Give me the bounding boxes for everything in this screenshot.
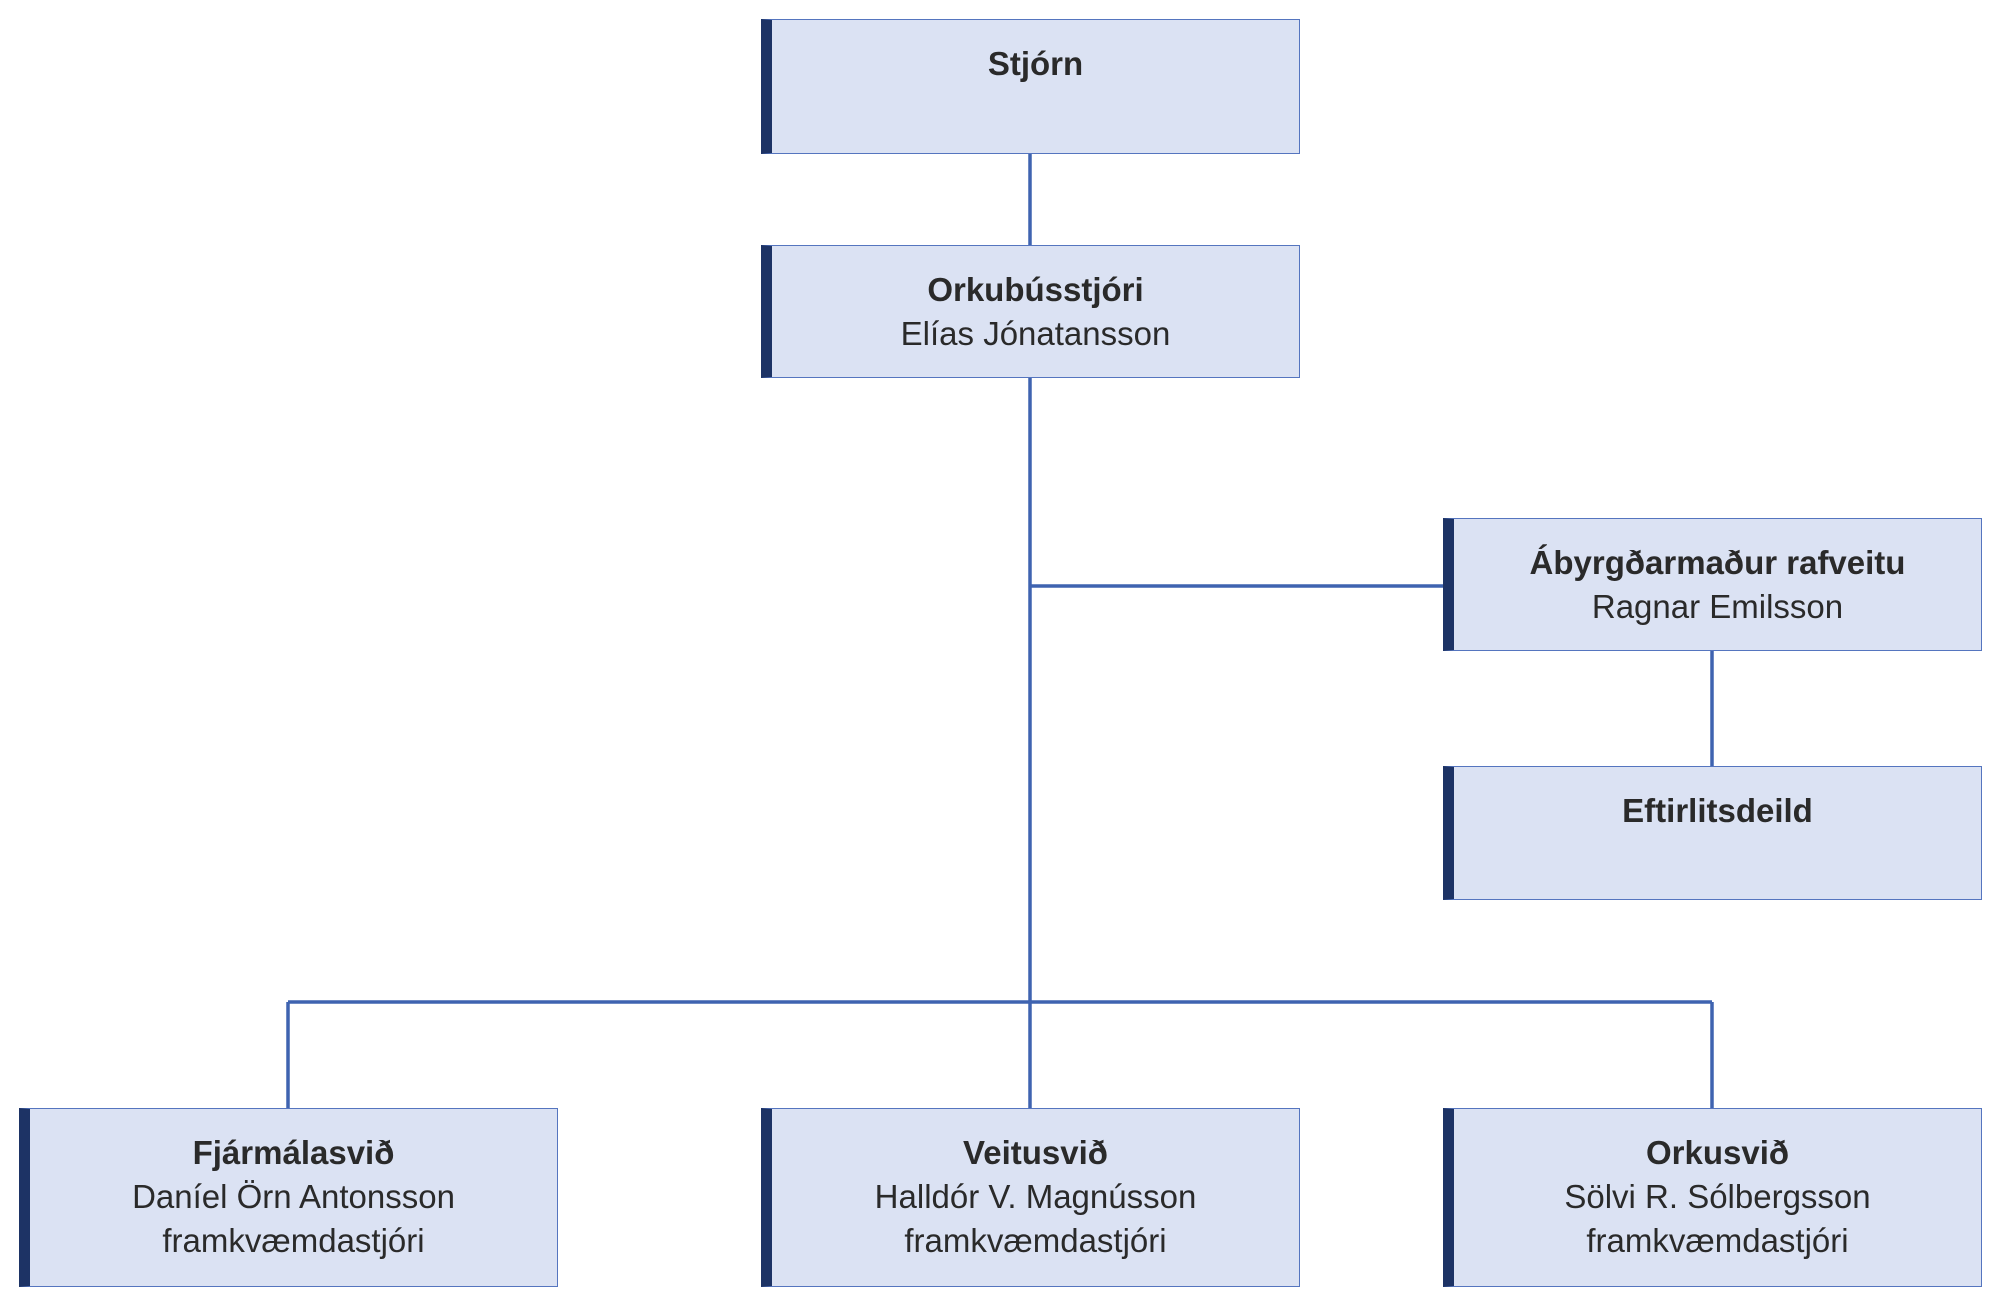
node-energy: Orkusvið Sölvi R. Sólbergsson framkvæmda…	[1443, 1108, 1982, 1287]
node-energy-role: framkvæmdastjóri	[1586, 1222, 1849, 1259]
node-electrical-title: Ábyrgðarmaður rafveitu	[1529, 544, 1906, 581]
node-utilities: Veitusvið Halldór V. Magnússon framkvæmd…	[761, 1108, 1300, 1287]
node-utilities-role: framkvæmdastjóri	[904, 1222, 1167, 1259]
node-electrical-person: Ragnar Emilsson	[1591, 588, 1844, 625]
node-utilities-title: Veitusvið	[963, 1134, 1108, 1171]
node-ceo-person: Elías Jónatansson	[900, 315, 1171, 352]
node-inspection: Eftirlitsdeild	[1443, 766, 1982, 900]
node-finance: Fjármálasvið Daníel Örn Antonsson framkv…	[19, 1108, 558, 1287]
node-electrical: Ábyrgðarmaður rafveitu Ragnar Emilsson	[1443, 518, 1982, 651]
node-board-title: Stjórn	[987, 45, 1084, 82]
node-ceo: Orkubússtjóri Elías Jónatansson	[761, 245, 1300, 378]
node-finance-role: framkvæmdastjóri	[162, 1222, 425, 1259]
node-energy-title: Orkusvið	[1645, 1134, 1790, 1171]
node-board: Stjórn	[761, 19, 1300, 154]
node-inspection-title: Eftirlitsdeild	[1622, 792, 1813, 829]
node-finance-title: Fjármálasvið	[192, 1134, 395, 1171]
node-ceo-title: Orkubússtjóri	[927, 271, 1144, 308]
node-utilities-person: Halldór V. Magnússon	[874, 1178, 1197, 1215]
node-finance-person: Daníel Örn Antonsson	[132, 1178, 455, 1215]
node-energy-person: Sölvi R. Sólbergsson	[1564, 1178, 1871, 1215]
